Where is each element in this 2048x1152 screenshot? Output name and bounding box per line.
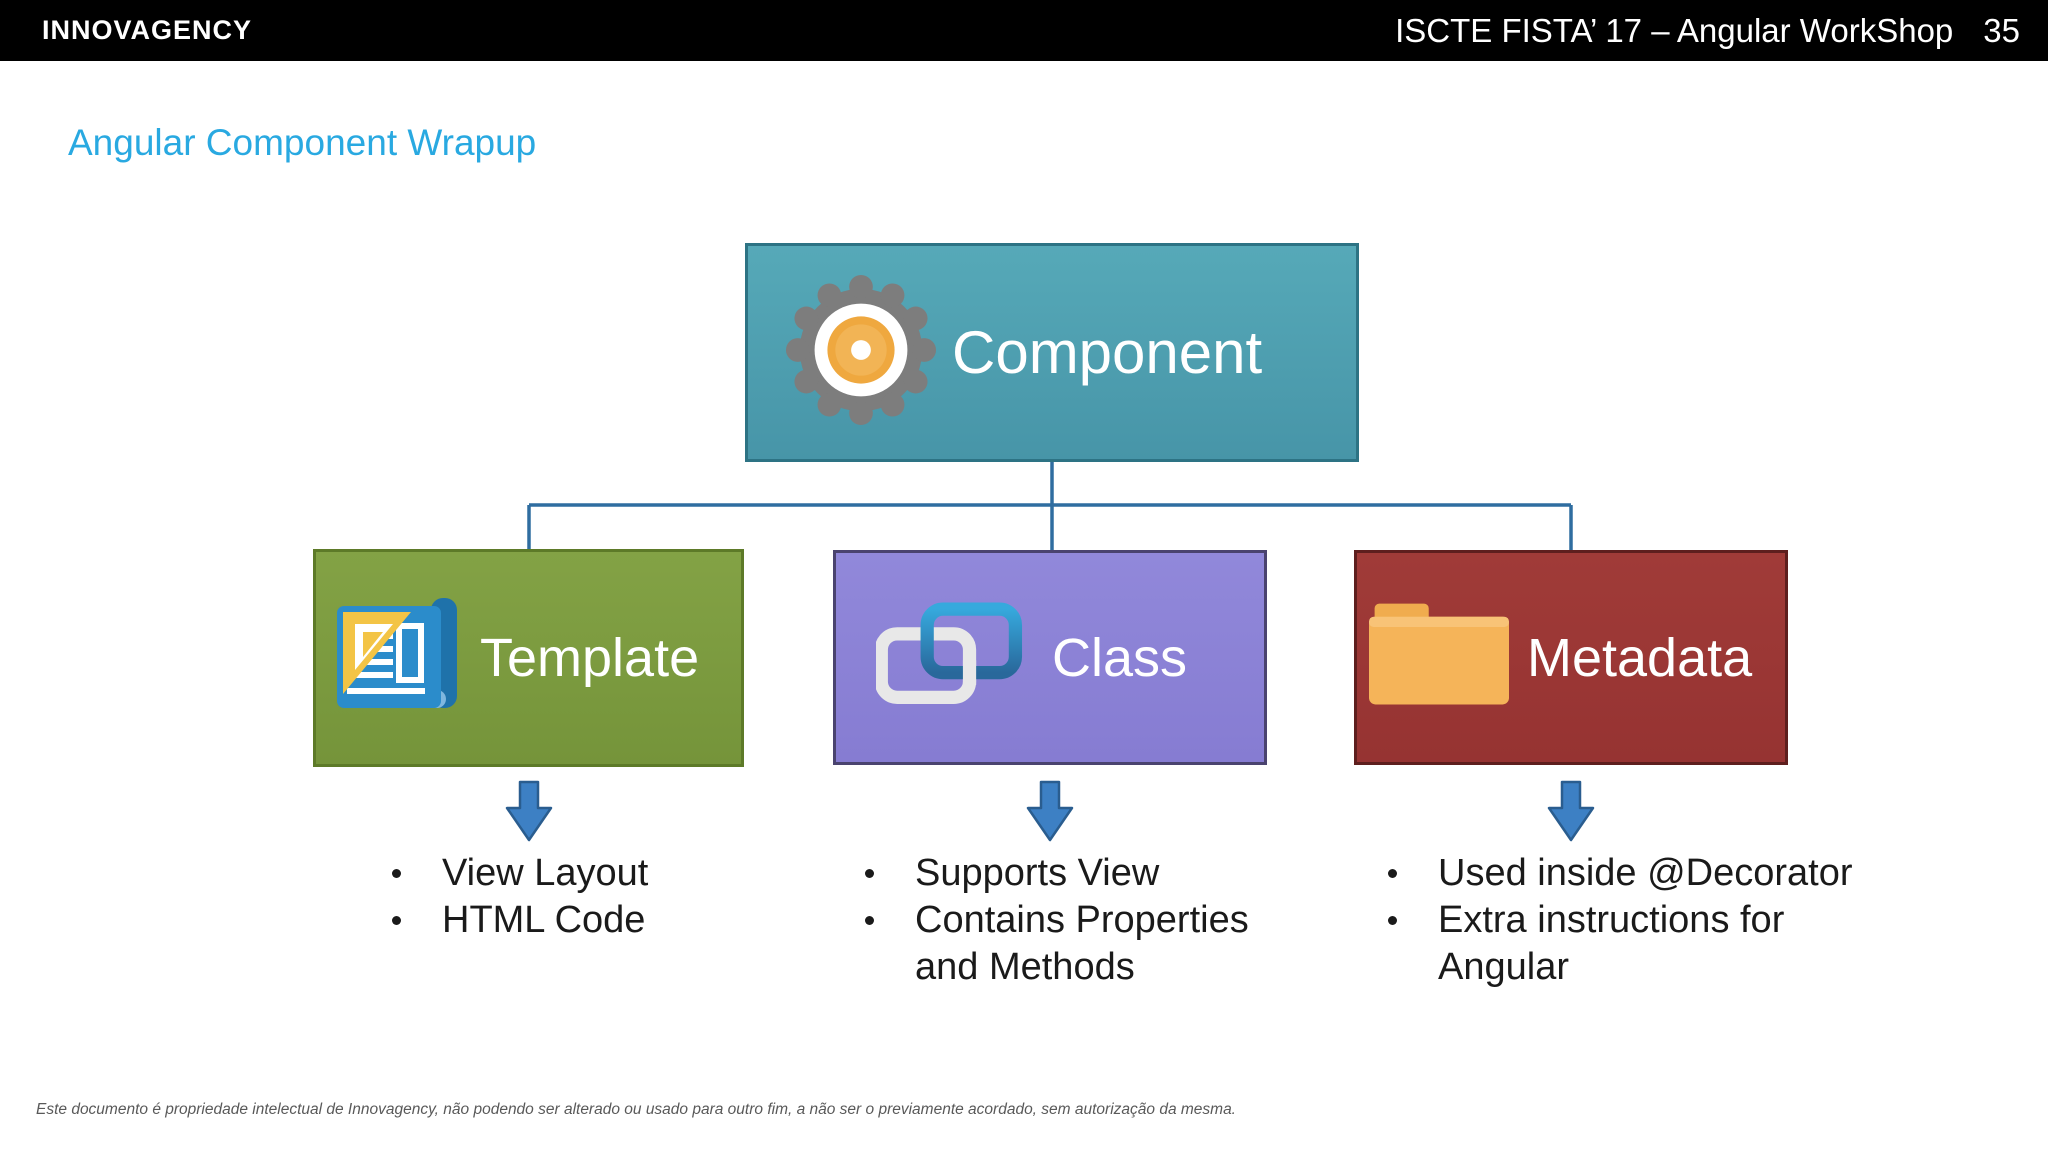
template-box: Template (313, 549, 744, 767)
metadata-bullet-list: Used inside @Decorator Extra instruction… (1388, 850, 1870, 991)
page-number: 35 (1983, 11, 2020, 49)
list-item: HTML Code (392, 897, 762, 944)
bullet-text: Supports View (915, 852, 1160, 894)
list-item: View Layout (392, 850, 762, 897)
template-bullet-list: View Layout HTML Code (392, 850, 762, 944)
metadata-label: Metadata (1527, 627, 1753, 688)
chain-link-icon (874, 601, 1026, 714)
slide-title: Angular Component Wrapup (68, 122, 537, 163)
component-label: Component (952, 319, 1263, 386)
folder-icon (1369, 603, 1509, 712)
class-box: Class (833, 550, 1267, 765)
footer-disclaimer: Este documento é propriedade intelectual… (36, 1101, 1236, 1118)
list-item: Contains Properties and Methods (865, 897, 1267, 991)
list-item: Used inside @Decorator (1388, 850, 1870, 897)
component-box: Component (745, 243, 1359, 462)
list-item: Extra instructions for Angular (1388, 897, 1870, 991)
bullet-text: Used inside @Decorator (1438, 852, 1853, 894)
bullet-text: HTML Code (442, 899, 646, 941)
bullet-dot (392, 869, 401, 878)
innovagency-logo: INNOVAGENCY (42, 15, 253, 45)
class-bullet-list: Supports View Contains Properties and Me… (865, 850, 1267, 991)
down-arrow-icon (1026, 780, 1074, 847)
bullet-dot (1388, 869, 1397, 878)
down-arrow-icon (1547, 780, 1595, 847)
template-page-icon (328, 596, 474, 721)
bullet-text: Contains Properties and Methods (915, 899, 1249, 988)
class-label: Class (1052, 627, 1188, 688)
gear-icon (782, 271, 940, 434)
down-arrow-icon (505, 780, 553, 847)
bullet-text: Extra instructions for Angular (1438, 899, 1785, 988)
header-bar: INNOVAGENCY ISCTE FISTA’ 17 – Angular Wo… (0, 0, 2048, 61)
bullet-dot (865, 916, 874, 925)
bullet-dot (865, 869, 874, 878)
metadata-box: Metadata (1354, 550, 1788, 765)
header-right: ISCTE FISTA’ 17 – Angular WorkShop 35 (1395, 12, 2020, 50)
bullet-dot (392, 916, 401, 925)
bullet-dot (1388, 916, 1397, 925)
template-label: Template (480, 628, 700, 688)
bullet-text: View Layout (442, 852, 649, 894)
workshop-title: ISCTE FISTA’ 17 – Angular WorkShop (1395, 11, 1954, 49)
list-item: Supports View (865, 850, 1267, 897)
